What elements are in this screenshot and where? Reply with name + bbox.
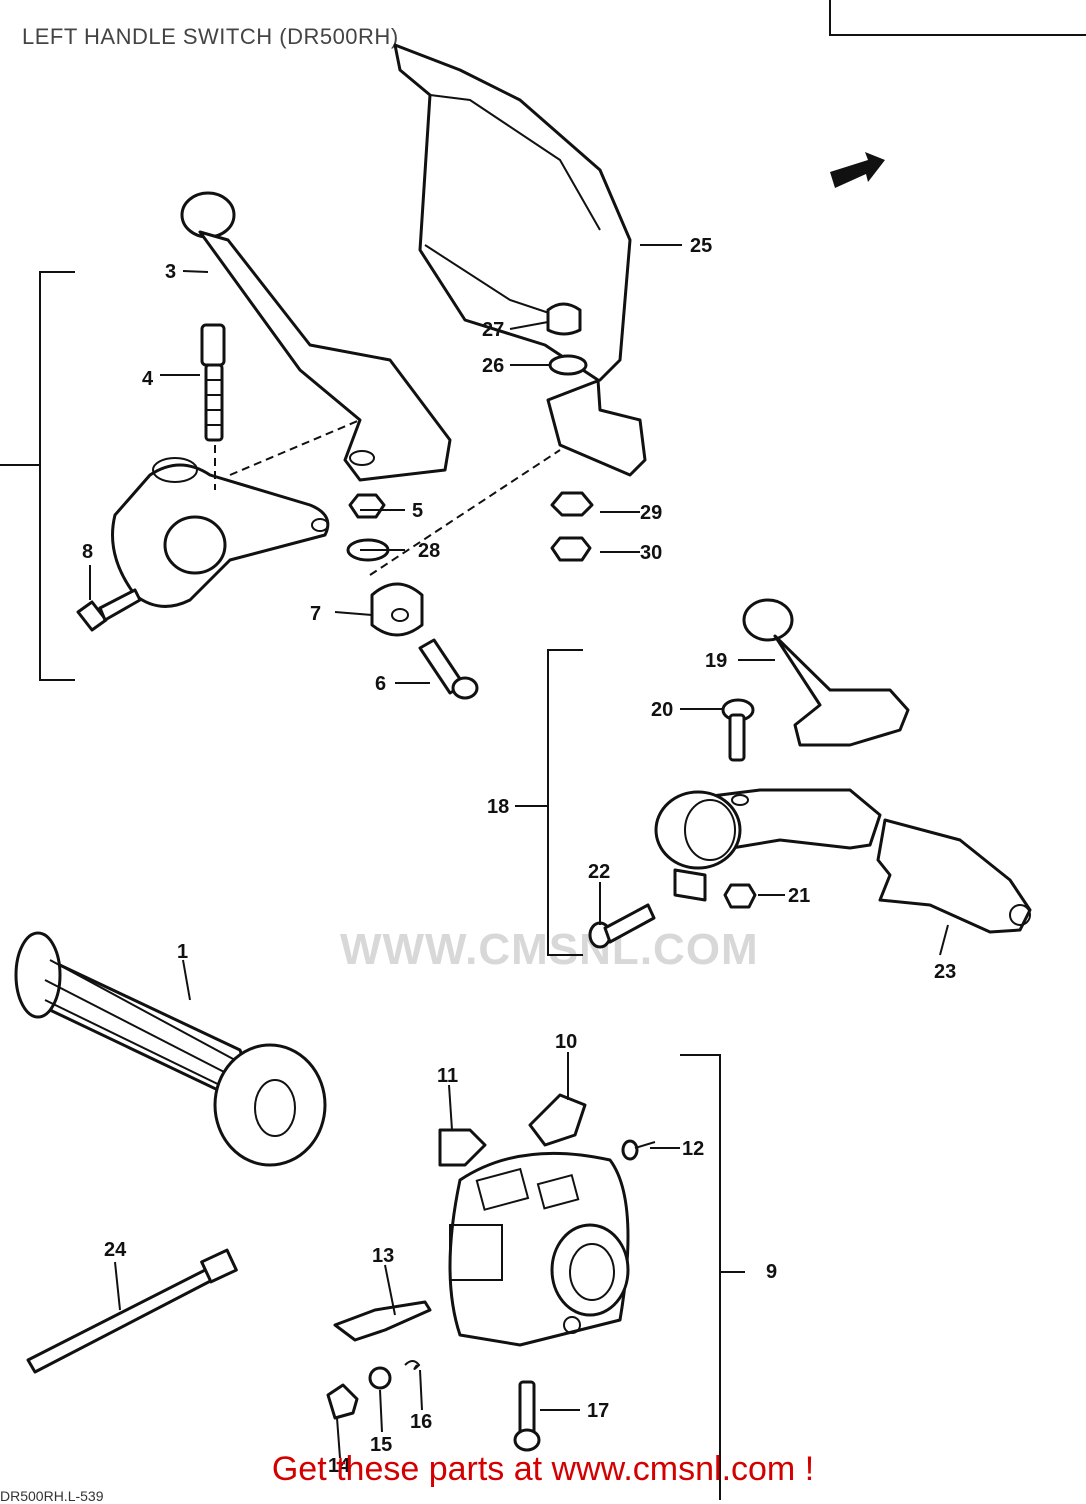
lever-bracket: [111, 457, 330, 608]
part-23-boot: [876, 818, 1032, 934]
label-9: 9: [766, 1261, 777, 1283]
label-11: 11: [437, 1065, 458, 1087]
label-25: 25: [690, 235, 712, 257]
direction-arrow-icon: [830, 152, 885, 188]
part-6-bolt: [418, 638, 479, 700]
label-7: 7: [310, 603, 321, 625]
label-16: 16: [410, 1411, 432, 1433]
part-15-nut: [368, 1366, 392, 1390]
part-19-lever: [742, 598, 910, 747]
part-26-washer: [548, 354, 588, 376]
footer-cta-link[interactable]: Get these parts at www.cmsnl.com !: [271, 1450, 815, 1488]
part-8-bolt: [76, 588, 142, 632]
part-11-knob: [438, 1128, 487, 1167]
label-27: 27: [482, 319, 504, 341]
diagram-title: LEFT HANDLE SWITCH (DR500RH): [22, 24, 399, 49]
label-8: 8: [82, 541, 93, 563]
label-13: 13: [372, 1245, 394, 1267]
part-20-screw: [721, 698, 755, 762]
part-10-knob: [528, 1093, 587, 1147]
label-28: 28: [418, 540, 440, 562]
label-5: 5: [412, 500, 423, 522]
label-6: 6: [375, 673, 386, 695]
part-30-nut: [550, 536, 592, 562]
part-13-clip: [333, 1300, 432, 1342]
part-18-perch: [654, 788, 882, 902]
label-21: 21: [788, 885, 810, 907]
label-24: 24: [104, 1239, 127, 1261]
label-17: 17: [587, 1400, 609, 1422]
part-17-screw: [513, 1380, 541, 1452]
part-9-switch-housing: [448, 1151, 630, 1347]
label-4: 4: [142, 368, 154, 390]
label-12: 12: [682, 1138, 704, 1160]
label-26: 26: [482, 355, 504, 377]
label-19: 19: [705, 650, 727, 672]
part-24-cable-tie: [26, 1248, 238, 1374]
part-27-capnut: [546, 302, 582, 336]
label-10: 10: [555, 1031, 577, 1053]
part-4-pivot-bolt: [200, 323, 226, 442]
diagram-code: DR500RH.L-539: [0, 1488, 104, 1504]
label-3: 3: [165, 261, 176, 283]
label-23: 23: [934, 961, 956, 983]
label-18: 18: [487, 796, 509, 818]
part-3-lever: [180, 191, 452, 482]
label-1: 1: [177, 941, 188, 963]
corner-frame: [829, 0, 1086, 36]
part-5-nut: [348, 493, 386, 519]
part-29-collar: [550, 491, 594, 517]
label-29: 29: [640, 502, 662, 524]
label-14: 14: [328, 1455, 351, 1477]
part-1-grip: [14, 931, 327, 1167]
part-12-screw: [621, 1139, 656, 1161]
label-15: 15: [370, 1434, 392, 1456]
part-16-spring: [404, 1360, 421, 1370]
label-22: 22: [588, 861, 610, 883]
label-30: 30: [640, 542, 662, 564]
label-20: 20: [651, 699, 673, 721]
part-25-handguard: [393, 43, 647, 477]
part-7-adjuster: [370, 582, 424, 637]
part-14-cap: [326, 1383, 359, 1420]
part-21-nut: [723, 883, 757, 909]
